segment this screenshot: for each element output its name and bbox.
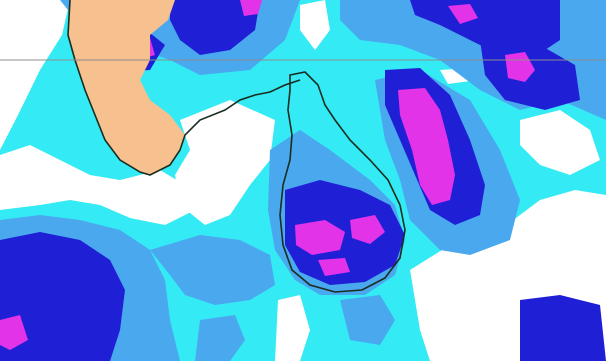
coastlines: [67, 0, 406, 293]
no-rain-islet-3: [300, 0, 330, 50]
moderate-area-s-sl: [340, 295, 395, 345]
heavy-area-sw: [0, 232, 125, 361]
very-heavy-sl-2: [350, 215, 385, 244]
moderate-area-south-small: [195, 315, 245, 361]
india-landmass: [68, 0, 185, 175]
very-heavy-sw: [0, 315, 28, 350]
no-rain-patch-east: [520, 110, 600, 175]
india-coastline: [67, 0, 301, 176]
no-rain-patch-south: [275, 295, 310, 361]
very-heavy-n: [240, 0, 262, 16]
very-heavy-sl-1: [295, 220, 345, 255]
heavy-area-se-corner: [520, 295, 606, 361]
very-heavy-sl-3: [318, 258, 350, 276]
heavy-area-srilanka: [285, 180, 405, 285]
srilanka-coastline: [279, 71, 406, 293]
no-rain-patch-gulf: [175, 100, 275, 225]
no-rain-patch-nw: [0, 0, 70, 150]
moderate-area-south-mid: [150, 235, 275, 305]
heavy-area-n: [170, 0, 260, 55]
very-heavy-ne-dot: [448, 4, 478, 24]
no-rain-patch-west: [0, 145, 195, 225]
very-heavy-east-band: [398, 88, 455, 205]
